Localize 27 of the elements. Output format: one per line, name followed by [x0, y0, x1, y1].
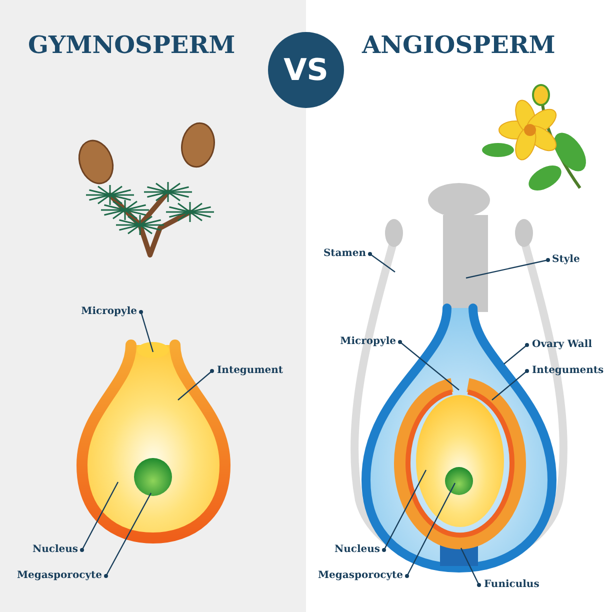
- part-label: Funiculus: [484, 579, 540, 591]
- leader-line: [80, 482, 119, 552]
- leader-line: [178, 369, 214, 400]
- heading: GYMNOSPERM: [28, 31, 236, 59]
- part-label: Integuments: [532, 365, 604, 377]
- part-label: Nucleus: [334, 544, 380, 556]
- part-label: Nucleus: [32, 544, 78, 556]
- leader-line: [504, 343, 529, 364]
- leader-line: [104, 492, 152, 578]
- heading: ANGIOSPERM: [362, 31, 556, 59]
- part-label: Ovary Wall: [532, 339, 592, 351]
- part-label: Micropyle: [340, 336, 396, 348]
- leader-line: [460, 548, 481, 587]
- part-label: Integument: [217, 365, 284, 377]
- leader-line: [368, 252, 396, 272]
- part-label: Megasporocyte: [16, 570, 102, 582]
- leader-line: [382, 470, 427, 552]
- leader-line: [139, 310, 154, 352]
- leader-line: [492, 369, 529, 400]
- part-label: Micropyle: [81, 306, 137, 318]
- leader-line: [466, 258, 550, 279]
- part-label: Style: [552, 254, 580, 266]
- leader-line: [398, 340, 460, 390]
- vs-badge: VS: [268, 32, 344, 108]
- leader-line: [405, 482, 456, 578]
- part-label: Megasporocyte: [318, 570, 403, 582]
- part-label: Stamen: [323, 248, 366, 260]
